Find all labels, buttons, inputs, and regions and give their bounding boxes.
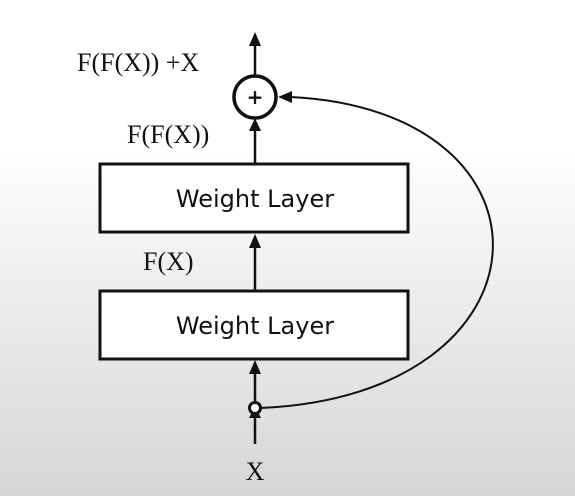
layer2-to-sum-arrowhead [249, 118, 261, 131]
split-node [248, 401, 262, 415]
f-x-label: F(X) [143, 247, 194, 276]
output-arrowhead [249, 32, 261, 46]
layer1-to-layer2-arrowhead [249, 234, 261, 248]
f-f-x-label: F(F(X)) [127, 120, 209, 149]
split-to-layer1-arrowhead [249, 360, 261, 374]
skip-connection [260, 96, 494, 409]
skip-connection-arrowhead [278, 91, 292, 103]
plus-icon: + [247, 85, 264, 109]
weight-layer-1-box [98, 289, 410, 361]
output-label: F(F(X)) +X [77, 48, 199, 77]
weight-layer-2-label: Weight Layer [176, 185, 334, 213]
input-label: X [246, 457, 265, 486]
weight-layer-2-box [98, 162, 410, 234]
weight-layer-1-label: Weight Layer [176, 312, 334, 340]
